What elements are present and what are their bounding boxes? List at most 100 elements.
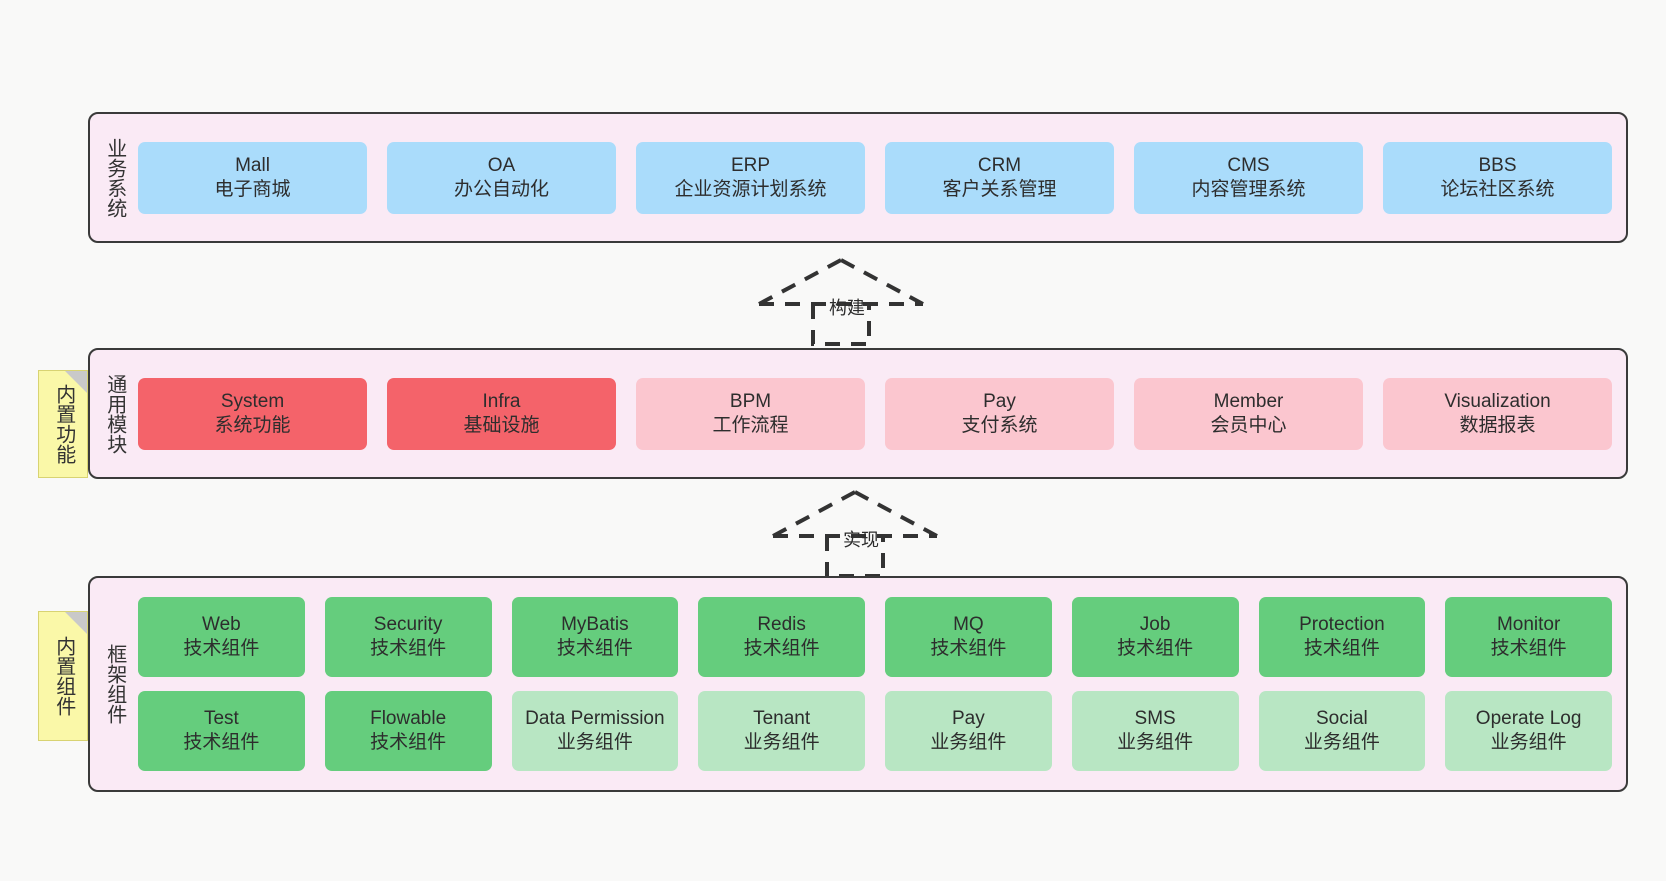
box-label-en: Operate Log <box>1475 708 1582 730</box>
box-label-en: MyBatis <box>561 614 629 636</box>
box-label-cn: 电子商城 <box>214 178 291 200</box>
connector-implement: 实现 <box>755 488 955 580</box>
box-pay-module[interactable]: Pay 支付系统 <box>885 377 1114 450</box>
box-test[interactable]: Test 技术组件 <box>138 691 305 771</box>
box-label-en: System <box>220 390 285 412</box>
box-label-en: Infra <box>482 390 521 412</box>
box-pay-component[interactable]: Pay 业务组件 <box>885 691 1052 771</box>
box-label-cn: 业务组件 <box>556 732 633 753</box>
box-label-cn: 技术组件 <box>370 638 447 659</box>
box-job[interactable]: Job 技术组件 <box>1071 597 1239 677</box>
note-builtin-components: 内置组件 <box>38 611 88 741</box>
box-monitor[interactable]: Monitor 技术组件 <box>1445 597 1612 677</box>
box-label-cn: 技术组件 <box>1117 638 1194 659</box>
box-label-en: Protection <box>1299 614 1385 636</box>
box-label-cn: 技术组件 <box>930 638 1007 659</box>
box-cms[interactable]: CMS 内容管理系统 <box>1134 141 1363 214</box>
box-bpm[interactable]: BPM 工作流程 <box>636 377 865 450</box>
box-flowable[interactable]: Flowable 技术组件 <box>324 691 492 771</box>
box-data-permission[interactable]: Data Permission 业务组件 <box>511 691 679 771</box>
box-label-cn: 技术组件 <box>556 638 633 659</box>
box-sms[interactable]: SMS 业务组件 <box>1071 691 1239 771</box>
box-label-cn: 内容管理系统 <box>1191 178 1306 200</box>
box-label-cn: 业务组件 <box>743 732 820 753</box>
box-label-cn: 会员中心 <box>1210 414 1287 436</box>
layer-body-common-modules: System 系统功能 Infra 基础设施 BPM 工作流程 Pay 支付系统… <box>138 350 1626 477</box>
box-label-en: Pay <box>952 708 985 730</box>
box-bbs[interactable]: BBS 论坛社区系统 <box>1383 141 1612 214</box>
box-label-en: Job <box>1139 614 1171 636</box>
box-mall[interactable]: Mall 电子商城 <box>138 141 367 214</box>
note-builtin-features: 内置功能 <box>38 370 88 478</box>
box-mybatis[interactable]: MyBatis 技术组件 <box>511 597 679 677</box>
box-tenant[interactable]: Tenant 业务组件 <box>698 691 865 771</box>
box-label-en: Visualization <box>1444 390 1551 412</box>
box-label-en: Monitor <box>1496 614 1561 636</box>
box-label-en: CMS <box>1227 154 1270 176</box>
box-label-en: Social <box>1316 708 1368 730</box>
box-label-en: Web <box>202 614 241 636</box>
box-label-en: OA <box>487 154 516 176</box>
layer-body-business-systems: Mall 电子商城 OA 办公自动化 ERP 企业资源计划系统 CRM 客户关系… <box>138 114 1626 241</box>
box-oa[interactable]: OA 办公自动化 <box>387 141 616 214</box>
box-label-en: MQ <box>953 614 984 636</box>
box-label-en: Member <box>1213 390 1284 412</box>
box-member[interactable]: Member 会员中心 <box>1134 377 1363 450</box>
box-label-en: Security <box>373 614 443 636</box>
layer-body-framework-components: Web 技术组件 Security 技术组件 MyBatis 技术组件 Redi… <box>138 578 1626 790</box>
box-label-cn: 技术组件 <box>743 638 820 659</box>
box-visualization[interactable]: Visualization 数据报表 <box>1383 377 1612 450</box>
box-label-cn: 系统功能 <box>214 414 291 436</box>
layer-title-framework-components: 框架组件 <box>103 644 126 724</box>
box-label-cn: 论坛社区系统 <box>1440 178 1555 200</box>
box-label-cn: 技术组件 <box>183 732 260 753</box>
box-label-en: ERP <box>730 154 771 176</box>
connector-build-label: 构建 <box>829 298 865 318</box>
connector-implement-label: 实现 <box>843 530 879 550</box>
box-security[interactable]: Security 技术组件 <box>324 597 492 677</box>
note-label: 内置组件 <box>52 636 75 716</box>
box-redis[interactable]: Redis 技术组件 <box>698 597 865 677</box>
box-infra[interactable]: Infra 基础设施 <box>387 377 616 450</box>
box-label-en: CRM <box>977 154 1022 176</box>
box-label-cn: 技术组件 <box>370 732 447 753</box>
layer-title-common-modules: 通用模块 <box>103 373 126 454</box>
box-label-en: Data Permission <box>525 708 665 730</box>
box-operate-log[interactable]: Operate Log 业务组件 <box>1445 691 1612 771</box>
box-label-en: Flowable <box>370 708 447 730</box>
box-label-en: BPM <box>729 390 772 412</box>
box-label-cn: 企业资源计划系统 <box>674 178 827 200</box>
box-crm[interactable]: CRM 客户关系管理 <box>885 141 1114 214</box>
box-web[interactable]: Web 技术组件 <box>138 597 305 677</box>
box-label-cn: 技术组件 <box>183 638 260 659</box>
box-label-cn: 办公自动化 <box>453 178 549 200</box>
box-label-cn: 技术组件 <box>1490 638 1567 659</box>
row-common-modules: System 系统功能 Infra 基础设施 BPM 工作流程 Pay 支付系统… <box>138 377 1612 450</box>
box-label-cn: 业务组件 <box>930 732 1007 753</box>
box-label-en: Mall <box>235 154 270 176</box>
box-label-en: Redis <box>757 614 806 636</box>
box-label-en: SMS <box>1134 708 1176 730</box>
box-label-cn: 业务组件 <box>1303 732 1380 753</box>
box-label-en: Pay <box>983 390 1016 412</box>
layer-common-modules: 通用模块 System 系统功能 Infra 基础设施 BPM 工作流程 Pay… <box>88 348 1628 479</box>
box-protection[interactable]: Protection 技术组件 <box>1258 597 1426 677</box>
box-social[interactable]: Social 业务组件 <box>1258 691 1426 771</box>
box-label-en: Tenant <box>753 708 811 730</box>
box-erp[interactable]: ERP 企业资源计划系统 <box>636 141 865 214</box>
box-label-cn: 基础设施 <box>463 414 540 436</box>
box-label-cn: 工作流程 <box>712 414 789 436</box>
box-label-cn: 客户关系管理 <box>942 178 1057 200</box>
box-label-cn: 技术组件 <box>1303 638 1380 659</box>
box-label-en: Test <box>203 708 239 730</box>
note-label: 内置功能 <box>52 384 75 464</box>
box-system[interactable]: System 系统功能 <box>138 377 367 450</box>
box-label-en: BBS <box>1478 154 1517 176</box>
layer-title-business-systems: 业务系统 <box>103 137 126 218</box>
layer-business-systems: 业务系统 Mall 电子商城 OA 办公自动化 ERP 企业资源计划系统 CRM… <box>88 112 1628 243</box>
layer-framework-components: 框架组件 Web 技术组件 Security 技术组件 MyBatis 技术组件… <box>88 576 1628 792</box>
box-mq[interactable]: MQ 技术组件 <box>885 597 1052 677</box>
connector-build: 构建 <box>741 256 941 348</box>
row-tech-components: Web 技术组件 Security 技术组件 MyBatis 技术组件 Redi… <box>138 597 1612 677</box>
